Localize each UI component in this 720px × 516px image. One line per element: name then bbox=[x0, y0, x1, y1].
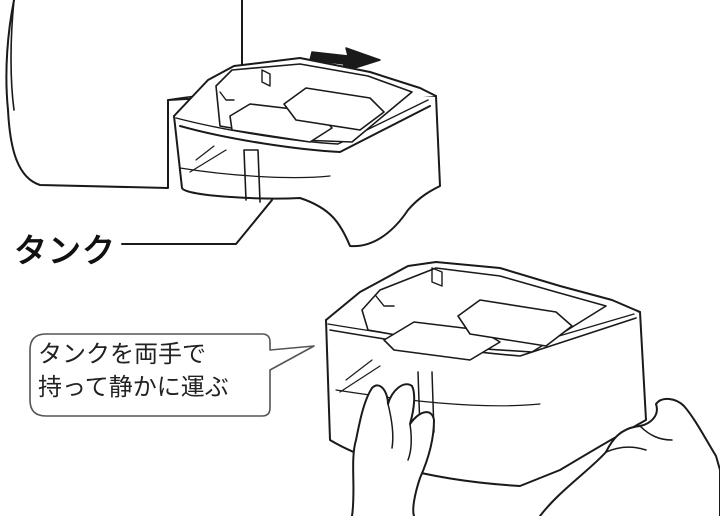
tank-top bbox=[173, 57, 441, 248]
label-leader-line bbox=[121, 199, 273, 245]
tank-label: タンク bbox=[14, 231, 116, 270]
right-hand bbox=[539, 398, 720, 516]
left-hand bbox=[351, 383, 435, 516]
appliance-body bbox=[5, 0, 243, 189]
callout-line-1: タンクを両手で bbox=[38, 340, 206, 368]
callout-text: タンクを両手で 持って静かに運ぶ bbox=[38, 338, 268, 404]
callout-line-2: 持って静かに運ぶ bbox=[38, 373, 229, 401]
callout-bubble bbox=[29, 333, 315, 417]
